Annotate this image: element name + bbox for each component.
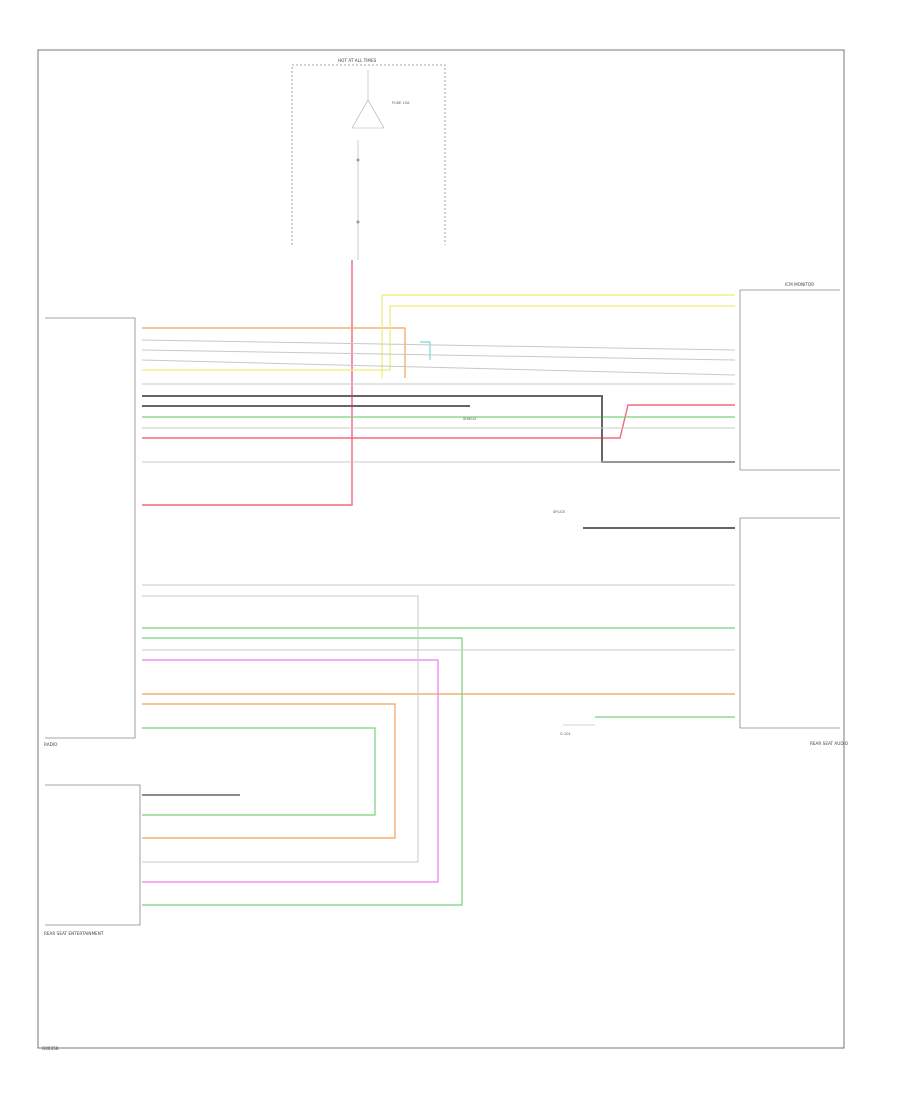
wire-red-power xyxy=(142,260,353,506)
wire-yellow-top xyxy=(381,294,735,378)
wire-lgray-3 xyxy=(141,359,736,376)
diagram-frame xyxy=(37,49,845,1049)
wire-green-rear2 xyxy=(142,727,376,816)
wire-lgray-1 xyxy=(141,339,736,351)
right-mid-component-label: REAR SEAT AUDIO xyxy=(810,741,849,746)
footer-code: G00358 xyxy=(42,1046,59,1051)
fuse-detail: FUSE 15A xyxy=(351,70,410,260)
wire-cyan xyxy=(420,341,431,360)
wires xyxy=(141,260,736,906)
fuse-block-box xyxy=(291,64,446,245)
splice-label: SPLICE xyxy=(553,510,566,514)
wire-orange-top xyxy=(142,327,406,378)
ground-label: G 101 xyxy=(560,732,571,736)
wire-red-video xyxy=(142,404,735,439)
ground-symbol: G 101 xyxy=(560,724,595,736)
left-component-box xyxy=(45,317,136,739)
right-mid-component-box xyxy=(739,517,840,729)
left-component-label: RADIO xyxy=(44,742,58,747)
right-top-component-box xyxy=(739,289,840,471)
shield-label: SHIELD xyxy=(463,417,476,421)
bottom-component-label: REAR SEAT ENTERTAINMENT xyxy=(44,931,104,936)
wire-yellow-mid xyxy=(142,305,735,371)
wire-lgray-8 xyxy=(142,595,419,863)
bottom-component-box xyxy=(45,784,141,926)
hot-at-all-times-label: HOT AT ALL TIMES xyxy=(338,58,377,63)
right-top-component-label: ICM MONITOR xyxy=(785,282,814,287)
wire-green-rear1 xyxy=(142,637,463,906)
wire-violet xyxy=(142,659,439,883)
fuse-label: FUSE 15A xyxy=(392,101,410,105)
wire-orange-rear xyxy=(142,703,396,839)
wire-lgray-2 xyxy=(141,349,736,361)
